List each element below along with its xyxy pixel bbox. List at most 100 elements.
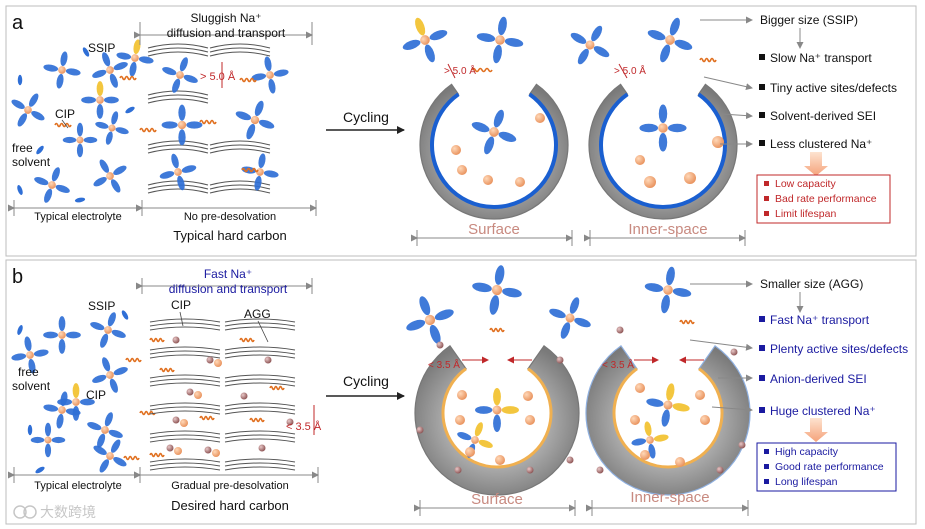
carbon-particle-surface-b bbox=[406, 265, 591, 496]
na-ion bbox=[630, 415, 640, 425]
na-ion bbox=[483, 175, 493, 185]
solvation-cluster bbox=[644, 266, 692, 314]
graphene-layer bbox=[149, 438, 221, 443]
graphene-layer bbox=[224, 438, 296, 443]
solvation-cluster bbox=[30, 422, 66, 458]
graphene-layer bbox=[224, 458, 296, 463]
graphene-layer bbox=[224, 318, 296, 323]
fast-label-line1: Fast Na⁺ bbox=[204, 267, 252, 281]
electrolyte-molecules-a bbox=[11, 39, 157, 203]
desired-hard-carbon-title: Desired hard carbon bbox=[171, 498, 289, 513]
ssip-label-a: SSIP bbox=[88, 41, 115, 55]
solvation-cluster bbox=[570, 25, 610, 65]
sei-layer bbox=[430, 92, 558, 209]
na-ion bbox=[640, 450, 650, 460]
graphene-layer bbox=[209, 188, 271, 194]
solvation-cluster bbox=[90, 312, 126, 348]
na-ion bbox=[515, 177, 525, 187]
anion-chain bbox=[239, 77, 257, 83]
solvation-cluster bbox=[406, 296, 454, 344]
na-ion bbox=[644, 176, 656, 188]
cip-top-label-b: CIP bbox=[171, 298, 191, 312]
sei-layer bbox=[612, 367, 724, 469]
graphene-layer bbox=[149, 434, 221, 439]
anion-chain bbox=[471, 67, 493, 73]
free-solvent bbox=[121, 310, 129, 320]
result-b-2: Good rate performance bbox=[775, 461, 884, 473]
bullet-b-3: Anion-derived SEI bbox=[770, 372, 867, 386]
solvation-cluster bbox=[549, 297, 591, 339]
graphene-layer bbox=[149, 350, 221, 355]
bigger-size-label: Bigger size (SSIP) bbox=[760, 13, 858, 27]
graphene-layer bbox=[149, 374, 221, 379]
gradual-predesolvation: Gradual pre-desolvation bbox=[171, 480, 288, 492]
anion-sphere bbox=[264, 356, 272, 364]
solvation-cluster bbox=[87, 412, 123, 448]
result-a-1: Low capacity bbox=[775, 178, 836, 190]
graphene-layer bbox=[224, 378, 296, 383]
na-ion bbox=[635, 155, 645, 165]
solvation-cluster bbox=[93, 439, 127, 473]
solvation-cluster bbox=[81, 81, 119, 119]
graphene-layer bbox=[149, 406, 221, 411]
anion-sphere bbox=[206, 356, 214, 364]
bullet-b-4: Huge clustered Na⁺ bbox=[770, 404, 876, 418]
cycling-label-a: Cycling bbox=[343, 109, 389, 125]
graphene-layer bbox=[149, 346, 221, 351]
anion-chain bbox=[199, 119, 217, 125]
solvation-cluster bbox=[471, 109, 517, 155]
carbon-layers-b bbox=[149, 318, 296, 471]
bullet-b-1: Fast Na⁺ transport bbox=[770, 313, 870, 327]
na-ion bbox=[180, 419, 188, 427]
na-ion bbox=[455, 415, 465, 425]
smaller-size-label: Smaller size (AGG) bbox=[760, 277, 863, 291]
solvation-cluster bbox=[402, 17, 448, 63]
free-label-b2: solvent bbox=[12, 379, 51, 393]
anion-sphere bbox=[526, 466, 534, 474]
graphene-layer bbox=[224, 462, 296, 467]
anion-sphere bbox=[738, 441, 746, 449]
bullet-list-b: Fast Na⁺ transport Plenty active sites/d… bbox=[759, 313, 908, 418]
solvation-cluster bbox=[639, 104, 687, 152]
graphene-layer bbox=[209, 180, 271, 186]
anion-chain bbox=[239, 337, 255, 343]
solvation-cluster bbox=[92, 52, 128, 88]
free-solvent bbox=[17, 325, 23, 335]
carbon-particle-surface-a bbox=[402, 16, 610, 220]
anion-sphere bbox=[616, 326, 624, 334]
typical-electrolyte-a: Typical electrolyte bbox=[34, 211, 121, 223]
graphene-layer bbox=[147, 184, 209, 190]
anion-sphere bbox=[566, 456, 574, 464]
cycling-label-b: Cycling bbox=[343, 373, 389, 389]
graphene-layer bbox=[224, 430, 296, 435]
panel-b-letter: b bbox=[12, 266, 23, 288]
result-box-b bbox=[756, 442, 897, 492]
na-ion bbox=[451, 145, 461, 155]
typical-hard-carbon-title: Typical hard carbon bbox=[173, 228, 286, 243]
cip-left-label-b: CIP bbox=[86, 388, 106, 402]
free-solvent bbox=[17, 74, 23, 86]
graphene-layer bbox=[209, 140, 271, 146]
solvation-cluster bbox=[162, 57, 198, 93]
solvation-cluster bbox=[34, 167, 70, 203]
graphene-layer bbox=[224, 322, 296, 327]
bullet-b-2: Plenty active sites/defects bbox=[770, 342, 908, 356]
graphene-layer bbox=[149, 402, 221, 407]
free-solvent bbox=[17, 185, 23, 195]
na-ion bbox=[535, 113, 545, 123]
graphene-layer bbox=[224, 466, 296, 471]
sei-layer bbox=[599, 92, 727, 209]
graphene-layer bbox=[149, 462, 221, 467]
free-solvent bbox=[36, 145, 44, 155]
na-ion bbox=[675, 457, 685, 467]
gap-label-a: > 5.0 Å bbox=[200, 70, 236, 83]
solvation-cluster bbox=[43, 316, 81, 354]
na-ion bbox=[457, 390, 467, 400]
na-ion bbox=[465, 447, 475, 457]
graphene-layer bbox=[224, 402, 296, 407]
anion-sphere bbox=[166, 444, 174, 452]
graphene-layer bbox=[224, 326, 296, 331]
graphene-layer bbox=[209, 47, 271, 53]
graphene-layer bbox=[224, 346, 296, 351]
graphene-layer bbox=[209, 148, 271, 154]
